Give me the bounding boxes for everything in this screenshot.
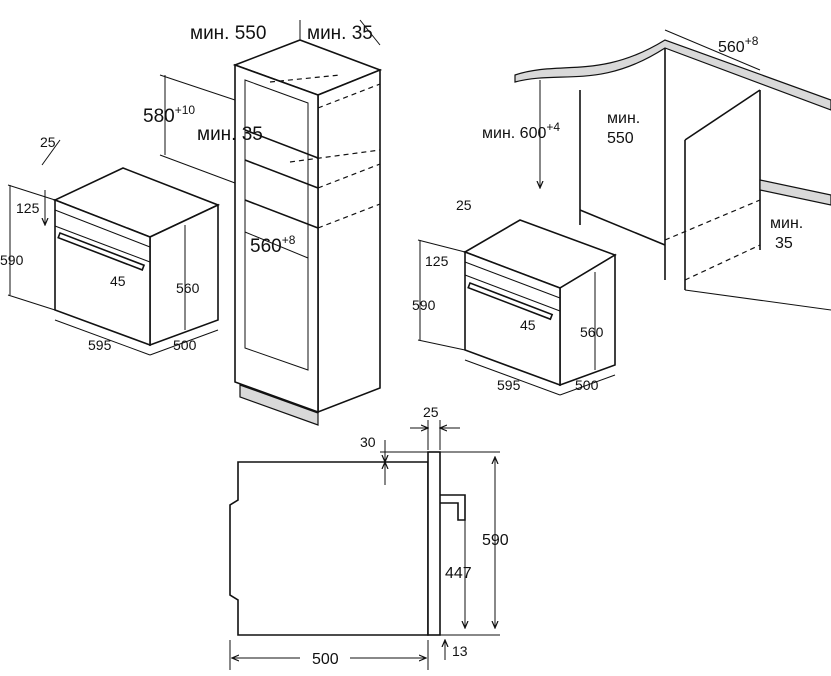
cabinet-min-depth: мин. 550	[190, 23, 266, 44]
left-oven-depth: 500	[173, 337, 197, 353]
cabinet-vent-gap: мин. 35	[197, 124, 263, 145]
right-oven-handle: 45	[520, 317, 536, 333]
side-height: 590	[482, 532, 509, 549]
side-panel-thickness: 25	[423, 404, 439, 420]
right-oven-panel-height: 125	[425, 253, 449, 269]
left-oven-inner-height: 560	[176, 280, 200, 296]
tall-cabinet	[159, 19, 383, 426]
right-oven-panel-depth: 25	[456, 197, 472, 213]
counter-min-depth-value: 550	[607, 130, 634, 147]
counter-niche-width: 560+8	[718, 34, 759, 56]
left-oven-panel-depth: 25	[40, 134, 56, 150]
side-bottom-offset: 13	[452, 643, 468, 659]
under-counter-cabinet	[514, 29, 831, 311]
right-oven	[417, 219, 617, 396]
cabinet-niche-height: 580+10	[143, 103, 195, 127]
counter-min-gap-value: 35	[775, 235, 793, 252]
counter-min-depth-label: мин.	[607, 110, 640, 127]
left-oven-width: 595	[88, 337, 112, 353]
right-oven-inner-height: 560	[580, 324, 604, 340]
cabinet-niche-width: 560+8	[250, 233, 296, 257]
left-oven	[7, 139, 221, 356]
counter-min-height: мин. 600+4	[482, 120, 560, 142]
counter-min-gap-label: мин.	[770, 215, 803, 232]
left-oven-handle: 45	[110, 273, 126, 289]
side-depth: 500	[312, 651, 339, 668]
side-top-offset: 30	[360, 434, 376, 450]
side-handle-height: 447	[445, 565, 472, 582]
left-oven-panel-height: 125	[16, 200, 40, 216]
left-oven-height: 590	[0, 252, 24, 268]
right-oven-width: 595	[497, 377, 521, 393]
cabinet-min-gap: мин. 35	[307, 23, 373, 44]
side-view	[229, 420, 500, 670]
right-oven-height: 590	[412, 297, 436, 313]
oven-handle	[57, 231, 146, 271]
right-oven-depth: 500	[575, 377, 599, 393]
